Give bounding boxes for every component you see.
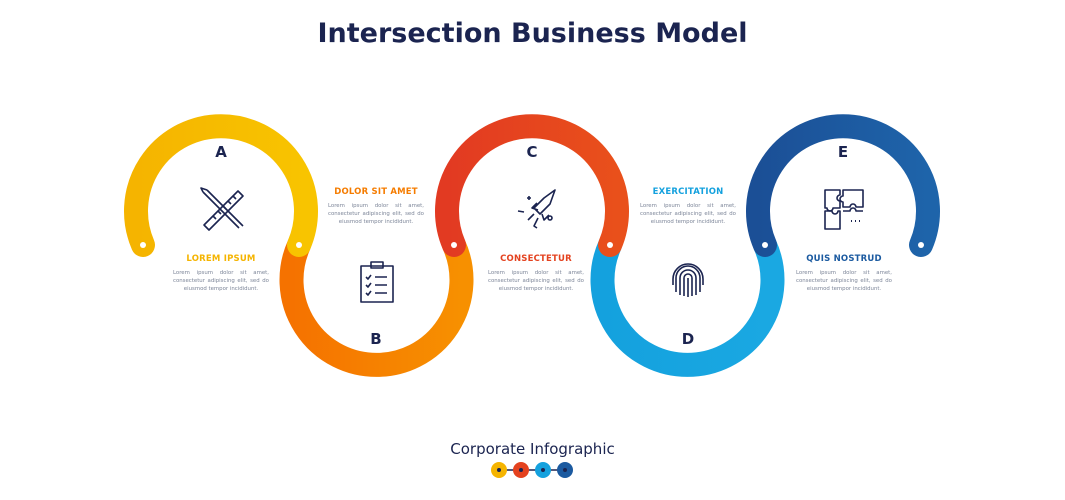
step-description: Lorem ipsum dolor sit amet, consectetur … bbox=[640, 203, 736, 225]
rocket-icon bbox=[517, 189, 556, 229]
pencil-ruler-icon bbox=[200, 187, 244, 231]
ring-e bbox=[746, 114, 940, 257]
step-letter-a: A bbox=[215, 143, 227, 161]
step-e-text: QUIS NOSTRUD Lorem ipsum dolor sit amet,… bbox=[796, 254, 892, 293]
step-a-text: LOREM IPSUM Lorem ipsum dolor sit amet, … bbox=[173, 254, 269, 293]
step-letter-b: B bbox=[370, 330, 382, 348]
clipboard-checklist-icon bbox=[360, 261, 394, 303]
step-heading: CONSECTETUR bbox=[500, 254, 572, 264]
step-b-text: DOLOR SIT AMET Lorem ipsum dolor sit ame… bbox=[328, 187, 424, 226]
legend-dots bbox=[491, 462, 573, 478]
step-description: Lorem ipsum dolor sit amet, consectetur … bbox=[796, 270, 892, 292]
ring-a bbox=[124, 114, 318, 257]
step-heading: DOLOR SIT AMET bbox=[334, 187, 418, 197]
step-description: Lorem ipsum dolor sit amet, consectetur … bbox=[328, 203, 424, 225]
joint-dot bbox=[918, 242, 924, 248]
step-c-text: CONSECTETUR Lorem ipsum dolor sit amet, … bbox=[488, 254, 584, 293]
step-letter-d: D bbox=[681, 330, 695, 348]
page-title: Intersection Business Model bbox=[317, 18, 748, 49]
step-description: Lorem ipsum dolor sit amet, consectetur … bbox=[488, 270, 584, 292]
step-d-text: EXERCITATION Lorem ipsum dolor sit amet,… bbox=[640, 187, 736, 226]
ring-d bbox=[590, 233, 785, 377]
joint-dot bbox=[451, 242, 457, 248]
step-heading: LOREM IPSUM bbox=[186, 254, 256, 264]
step-letter-e: E bbox=[837, 143, 849, 161]
subtitle: Corporate Infographic bbox=[450, 440, 615, 458]
step-description: Lorem ipsum dolor sit amet, consectetur … bbox=[173, 270, 269, 292]
fingerprint-icon bbox=[672, 263, 704, 297]
step-heading: EXERCITATION bbox=[652, 187, 724, 197]
joint-dot bbox=[607, 242, 613, 248]
joint-dot bbox=[140, 242, 146, 248]
step-heading: QUIS NOSTRUD bbox=[806, 254, 882, 264]
joint-dot bbox=[296, 242, 302, 248]
ring-c bbox=[435, 114, 629, 257]
step-letter-c: C bbox=[526, 143, 538, 161]
puzzle-icon bbox=[824, 189, 864, 230]
ring-b bbox=[279, 233, 474, 377]
joint-dot bbox=[762, 242, 768, 248]
